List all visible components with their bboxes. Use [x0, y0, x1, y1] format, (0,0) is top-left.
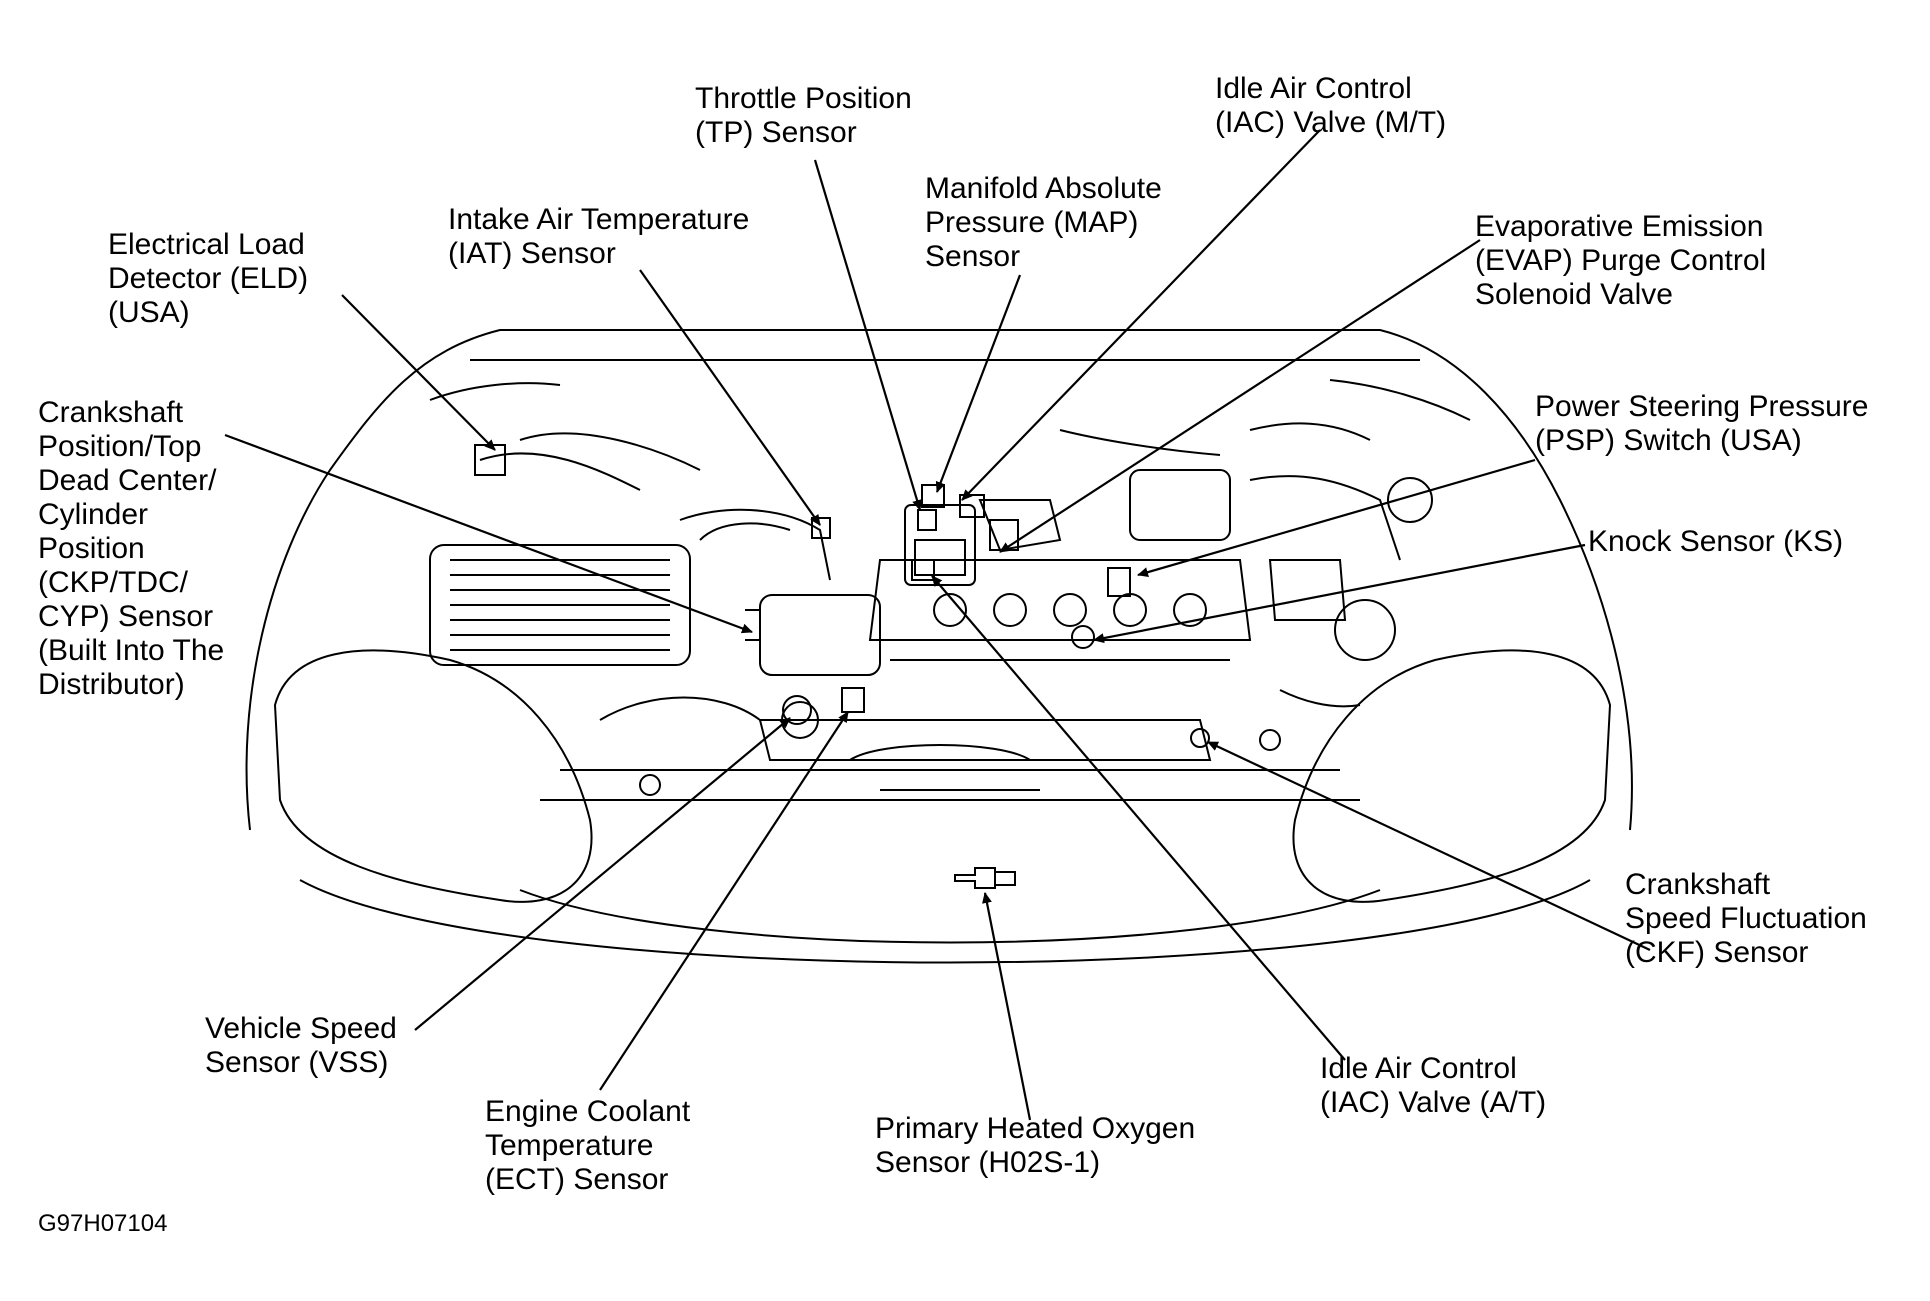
label-knock-sensor: Knock Sensor (KS): [1588, 525, 1844, 558]
label-ckp-tdc-cyp-sensor: Crankshaft Position/Top Dead Center/ Cyl…: [38, 396, 225, 701]
leader-map: [935, 274, 1022, 493]
map-sensor: [917, 509, 937, 531]
right-headlight: [1292, 649, 1612, 903]
compartment-outer-outline: [245, 329, 1633, 831]
label-ckf-sensor: Crankshaft Speed Fluctuation (CKF) Senso…: [1625, 868, 1867, 969]
knock-sensor: [1071, 625, 1095, 649]
tp-sensor: [921, 484, 945, 508]
eld-unit: [474, 444, 506, 476]
hood-line: [299, 879, 1591, 964]
iac-at-valve: [911, 559, 935, 581]
psp-switch: [1107, 567, 1131, 597]
label-eld: Electrical Load Detector (ELD) (USA): [108, 228, 309, 329]
vss-sensor: [782, 695, 812, 725]
label-ect-sensor: Engine Coolant Temperature (ECT) Sensor: [485, 1095, 691, 1196]
air-box: [429, 544, 691, 666]
label-psp-switch: Power Steering Pressure (PSP) Switch (US…: [1535, 390, 1869, 457]
ckf-sensor: [1190, 728, 1210, 748]
label-iac-valve-mt: Idle Air Control (IAC) Valve (M/T): [1215, 72, 1447, 139]
leader-ho2s: [982, 892, 1032, 1121]
label-vss: Vehicle Speed Sensor (VSS): [205, 1012, 397, 1079]
label-ho2s-1: Primary Heated Oxygen Sensor (H02S-1): [875, 1112, 1196, 1179]
leader-psp: [1137, 458, 1536, 578]
iat-sensor: [811, 517, 831, 539]
leader-iat: [639, 269, 821, 526]
leader-lines: [224, 129, 1651, 1121]
front-bumper-line: [519, 889, 1381, 944]
leader-eld: [341, 294, 496, 451]
label-iac-valve-at: Idle Air Control (IAC) Valve (A/T): [1320, 1052, 1547, 1119]
left-headlight: [273, 649, 593, 903]
leader-ckf: [1207, 741, 1651, 951]
figure-id: G97H07104: [38, 1210, 168, 1237]
ho2s-sensor: [954, 867, 1016, 889]
label-evap-valve: Evaporative Emission (EVAP) Purge Contro…: [1475, 210, 1767, 311]
ect-sensor: [841, 687, 865, 713]
leader-iac-at: [931, 575, 1346, 1061]
distributor: [759, 594, 881, 676]
label-map-sensor: Manifold Absolute Pressure (MAP) Sensor: [925, 172, 1162, 273]
leader-ckp: [224, 433, 753, 634]
label-iat-sensor: Intake Air Temperature (IAT) Sensor: [448, 203, 750, 270]
leader-tp: [813, 159, 922, 511]
leader-ect: [599, 711, 849, 1091]
leader-vss: [414, 717, 791, 1031]
leader-evap: [999, 239, 1481, 553]
leader-ks: [1093, 543, 1586, 644]
engine-compartment-drawing: [245, 329, 1633, 964]
leader-iac-mt: [961, 129, 1321, 501]
label-tp-sensor: Throttle Position (TP) Sensor: [695, 82, 912, 149]
